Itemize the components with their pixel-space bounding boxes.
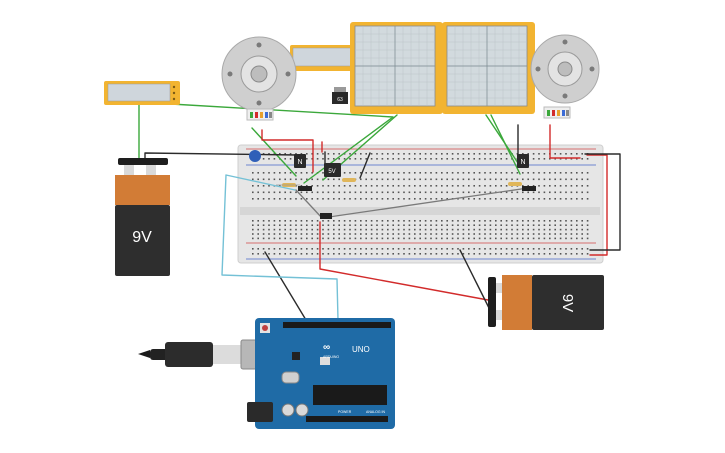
green-wire (251, 127, 297, 177)
resistor (342, 178, 356, 182)
voltage-regulator[interactable]: 5V (324, 163, 341, 177)
regulator-label: 5V (328, 169, 335, 175)
diodes-resistors[interactable] (249, 150, 536, 219)
panel-display-top[interactable] (290, 45, 354, 71)
battery-left[interactable]: 9V (115, 158, 170, 276)
arduino-logo: ∞ (323, 342, 330, 353)
red-wire (261, 129, 314, 173)
black-wire (359, 152, 371, 179)
oscilloscope-right[interactable] (442, 22, 535, 114)
breadboard-holes (252, 153, 589, 255)
black-wire (584, 153, 621, 251)
green-wire (490, 114, 521, 175)
panel-display-left[interactable] (104, 81, 180, 105)
black-wire (144, 152, 299, 161)
black-wire (264, 251, 307, 321)
arduino-power-header: POWER (338, 410, 352, 414)
transistor-left[interactable]: N (294, 154, 306, 168)
transistor-right-label: N (520, 159, 525, 166)
diode (320, 213, 332, 219)
battery-right[interactable]: 9V (488, 275, 604, 330)
diode (522, 186, 536, 191)
small-regulator[interactable]: 63 (332, 87, 348, 104)
red-wire (586, 154, 608, 256)
battery-right-label: 9V (559, 294, 576, 312)
diode (298, 186, 312, 191)
transistor-right[interactable]: N (517, 154, 529, 168)
dc-motor-left[interactable] (221, 36, 297, 121)
black-wire (459, 249, 491, 311)
transistor-left-label: N (297, 159, 302, 166)
oscilloscope-left[interactable] (350, 22, 443, 114)
arduino-brand: ARDUINO (323, 355, 339, 359)
resistor (508, 182, 522, 186)
battery-left-label: 9V (132, 229, 152, 246)
arduino-uno[interactable]: ∞ UNO ARDUINO POWER ANALOG IN (247, 318, 395, 429)
capacitor (249, 150, 261, 162)
small-regulator-label: 63 (337, 97, 343, 103)
red-wire (549, 124, 581, 159)
cyan-wire (221, 174, 339, 321)
dc-motor-right[interactable] (530, 34, 600, 119)
red-wire (319, 221, 489, 301)
arduino-model: UNO (352, 345, 370, 354)
arduino-analog-header: ANALOG IN (366, 410, 386, 414)
